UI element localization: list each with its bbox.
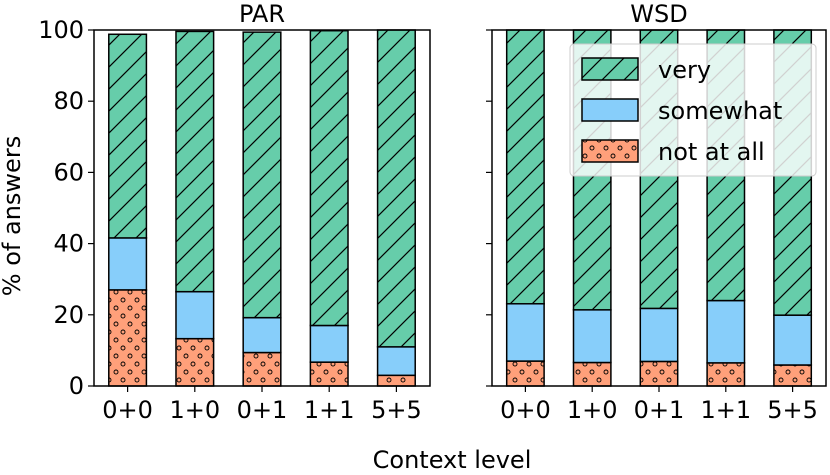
panels-layer: PAR 0+0 1+0 0+1 1+1 5+5 0 20 40 60 80 100 WSD 0+0 1+0 0…: [38, 0, 827, 424]
bar-pattern-not-at-all: [175, 338, 214, 386]
bar-pattern-not-at-all: [310, 362, 349, 386]
axes-frame: [491, 29, 827, 387]
axes-frame: [93, 29, 431, 387]
legend-swatch-somewhat: [582, 99, 638, 121]
bar-pattern-not-at-all: [108, 289, 147, 386]
bar-pattern-not-at-all: [377, 375, 416, 386]
bar-pattern-very: [243, 32, 281, 318]
bar-somewhat: [377, 346, 416, 376]
bar-somewhat: [573, 309, 611, 363]
x-tick-label: 1+1: [304, 396, 355, 424]
bar-outline-very: [175, 30, 215, 293]
bar-somewhat: [707, 300, 745, 363]
legend-swatch-pattern-very: [582, 58, 638, 80]
x-tick-label: 0+1: [237, 396, 288, 424]
x-tick-label: 0+1: [634, 396, 685, 424]
bar-pattern-not-at-all: [243, 352, 281, 386]
x-tick-label: 0+0: [102, 396, 153, 424]
bar-somewhat: [640, 308, 678, 362]
legend-swatch-pattern-not-at-all: [582, 140, 638, 162]
legend-swatch-outline-somewhat: [581, 98, 639, 122]
y-tick-label: 60: [53, 158, 84, 186]
y-tick-label: 0: [69, 372, 84, 400]
bar-somewhat: [243, 317, 281, 353]
bar-pattern-not-at-all: [640, 361, 678, 386]
bar-pattern-not-at-all: [506, 361, 545, 386]
y-tick-label: 20: [53, 301, 84, 329]
bar-somewhat: [175, 291, 214, 339]
y-tick-label: 80: [53, 87, 84, 115]
bar-pattern-very: [506, 30, 545, 304]
legend-label-somewhat: somewhat: [658, 97, 782, 125]
bar-pattern-very: [377, 30, 416, 347]
x-tick-label: 1+0: [169, 396, 220, 424]
bar-somewhat: [506, 303, 545, 362]
x-tick-label: 5+5: [767, 396, 818, 424]
legend-label-not-at-all: not at all: [658, 138, 765, 166]
y-tick-label: 100: [38, 16, 84, 44]
legend-label-very: very: [658, 56, 711, 84]
panel-par: PAR 0+0 1+0 0+1 1+1 5+5 0 20 40 60 80 100: [38, 0, 431, 424]
legend: very somewhat not at all: [569, 43, 817, 177]
bar-pattern-very: [108, 34, 147, 238]
panel-wsd: WSD 0+0 1+0 0+1 1+1 5+5 very somewhat not at all: [486, 0, 827, 424]
bar-somewhat: [310, 325, 349, 363]
bar-pattern-not-at-all: [707, 362, 745, 386]
bar-somewhat: [108, 237, 147, 290]
x-tick-label: 1+0: [567, 396, 618, 424]
x-tick-label: 0+0: [500, 396, 551, 424]
legend-swatch-outline-not-at-all: [581, 139, 639, 163]
panel-title: WSD: [630, 0, 687, 28]
x-tick-label: 5+5: [371, 396, 422, 424]
x-axis-label: Context level: [373, 446, 532, 474]
bar-pattern-not-at-all: [773, 364, 812, 386]
y-axis-label: % of answers: [0, 136, 26, 296]
bar-outline-very: [242, 31, 282, 319]
bar-pattern-not-at-all: [573, 362, 611, 386]
legend-swatch-outline-very: [581, 57, 639, 81]
y-tick-label: 40: [53, 230, 84, 258]
x-tick-label: 1+1: [700, 396, 751, 424]
panel-title: PAR: [239, 0, 285, 28]
bar-outline-very: [108, 33, 148, 239]
bar-somewhat: [773, 315, 812, 365]
bar-pattern-very: [175, 31, 214, 292]
bar-pattern-very: [310, 30, 349, 326]
